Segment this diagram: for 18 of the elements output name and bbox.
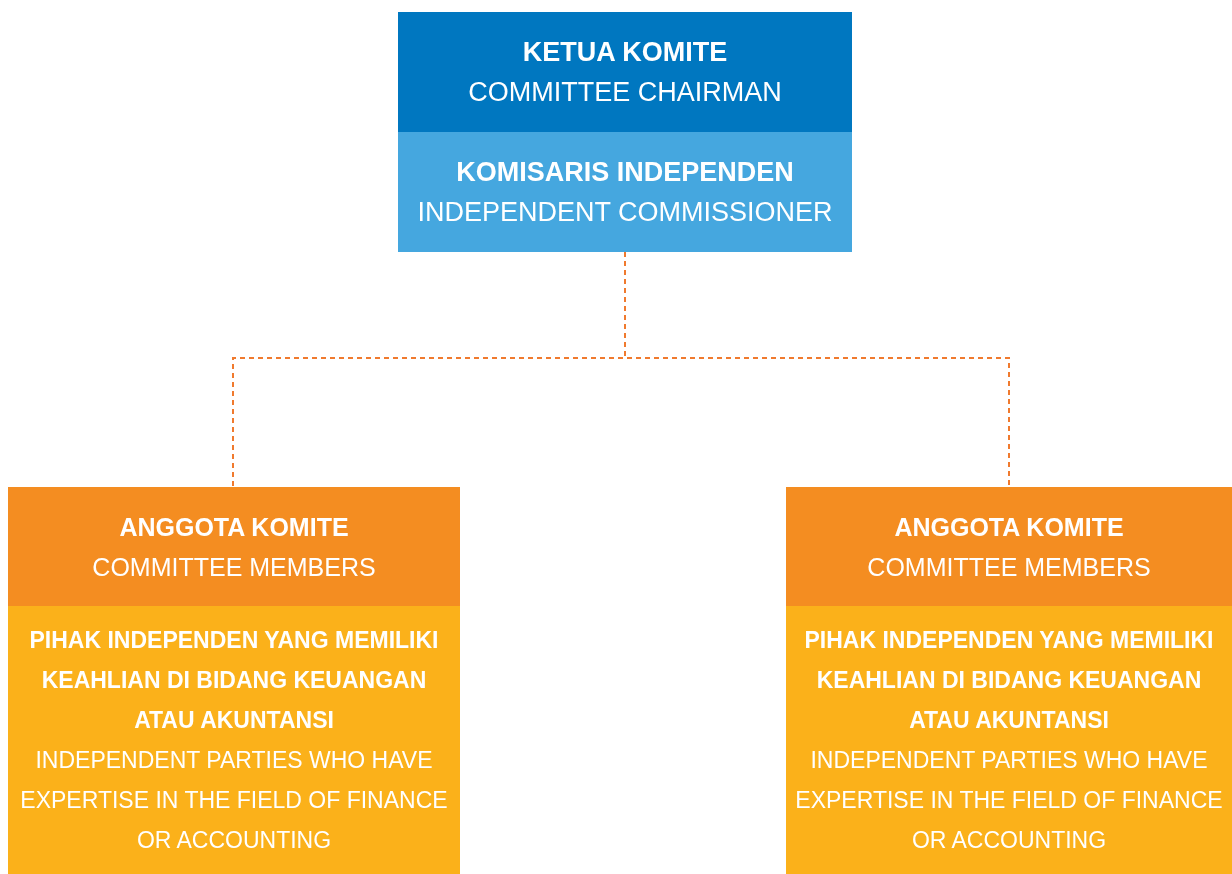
subtitle-text: COMMITTEE MEMBERS xyxy=(92,551,376,583)
heading-text: ANGGOTA KOMITE xyxy=(119,511,349,543)
member-box xyxy=(8,487,460,606)
heading-text: ANGGOTA KOMITE xyxy=(894,511,1124,543)
subtitle-text: INDEPENDENT PARTIES WHO HAVE EXPERTISE IN THE FIELD OF FINANCE OR ACCOUNTING xyxy=(794,746,1224,855)
heading-text: PIHAK INDEPENDEN YANG MEMILIKI KEAHLIAN DI BIDANG KEUANGAN ATAU AKUNTANSI xyxy=(803,626,1215,735)
subtitle-text: INDEPENDENT COMMISSIONER xyxy=(417,196,833,229)
subtitle-text: INDEPENDENT PARTIES WHO HAVE EXPERTISE IN THE FIELD OF FINANCE OR ACCOUNTING xyxy=(19,746,449,855)
chairman-box xyxy=(398,12,852,132)
subtitle-text: COMMITTEE CHAIRMAN xyxy=(468,76,782,109)
heading-text: KETUA KOMITE xyxy=(522,36,728,69)
member-box xyxy=(786,487,1232,606)
heading-text: KOMISARIS INDEPENDEN xyxy=(456,156,794,189)
heading-text: PIHAK INDEPENDEN YANG MEMILIKI KEAHLIAN DI BIDANG KEUANGAN ATAU AKUNTANSI xyxy=(28,626,440,735)
subtitle-text: COMMITTEE MEMBERS xyxy=(867,551,1151,583)
member-detail-box xyxy=(786,606,1232,874)
commissioner-box xyxy=(398,132,852,252)
member-detail-box xyxy=(8,606,460,874)
